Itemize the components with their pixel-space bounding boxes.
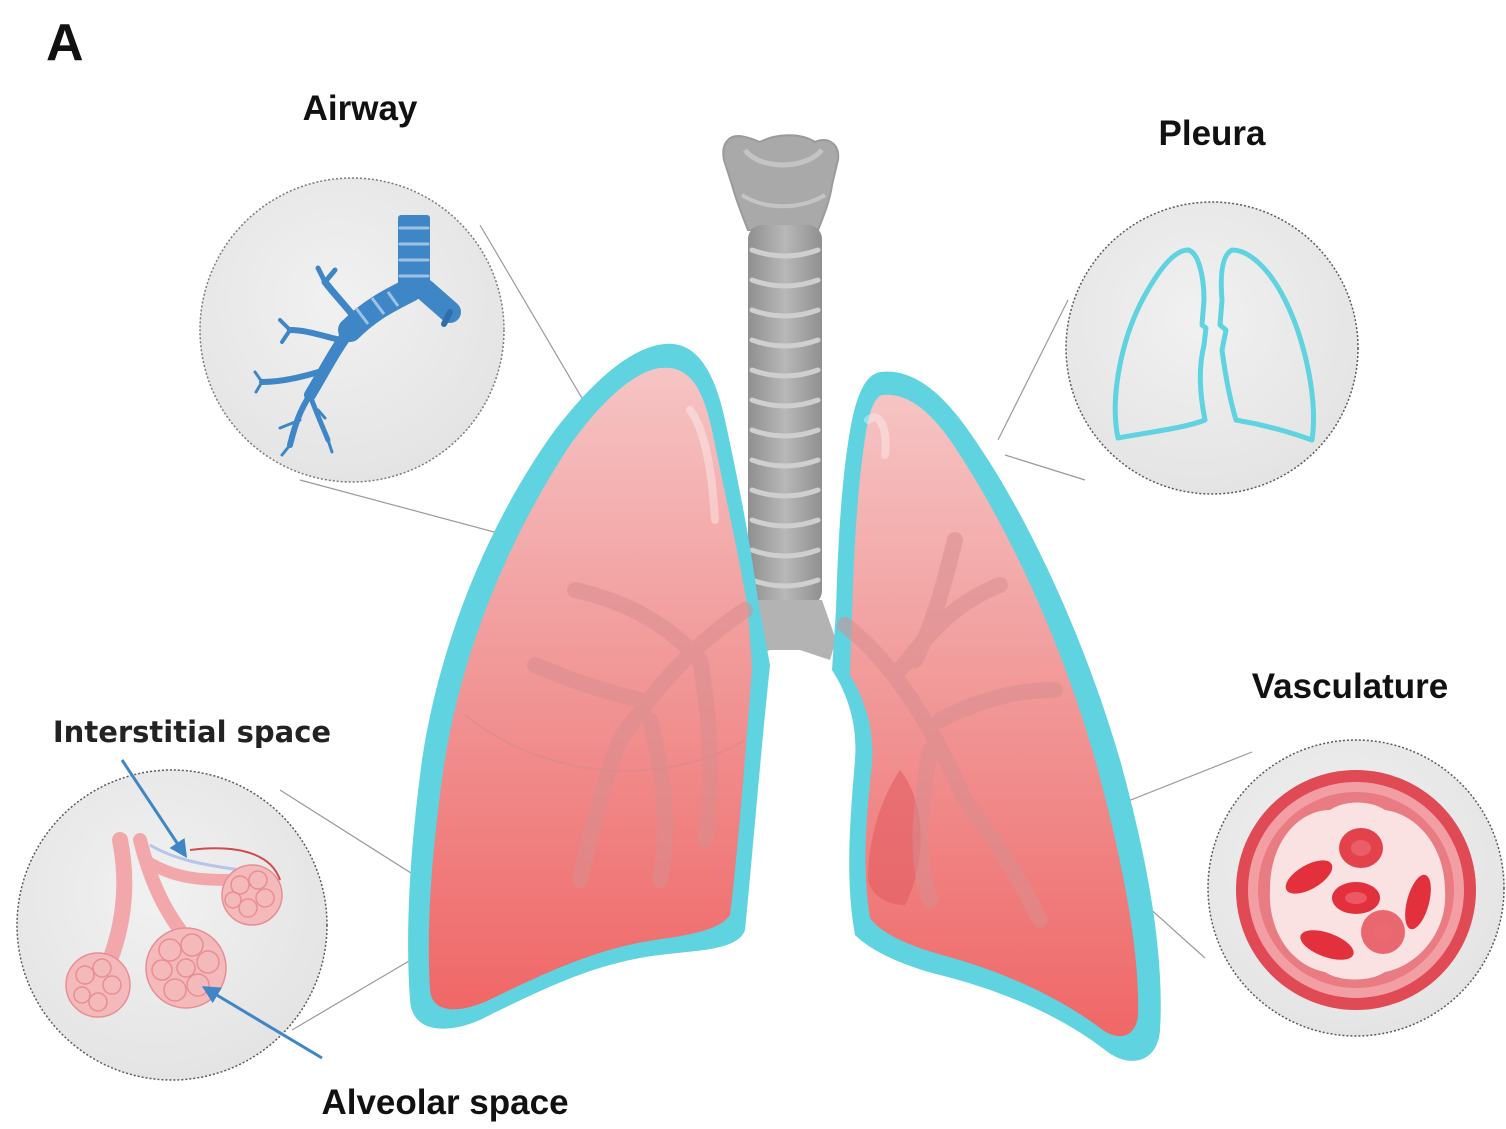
alveolar-space-label: Alveolar space [321,1083,568,1122]
pleura-inset [1066,202,1358,494]
vasculature-inset [1208,740,1504,1036]
panel-letter: A [46,14,84,72]
vasculature-label: Vasculature [1252,667,1449,706]
blood-vessel-icon [1236,770,1476,1010]
right-lung [832,372,1161,1061]
alveoli-inset [17,760,327,1080]
airway-label: Airway [303,89,418,128]
pleura-label: Pleura [1159,114,1267,153]
interstitial-space-label: Interstitial space [53,715,331,749]
left-lung [408,344,770,1029]
airway-inset [200,178,504,482]
